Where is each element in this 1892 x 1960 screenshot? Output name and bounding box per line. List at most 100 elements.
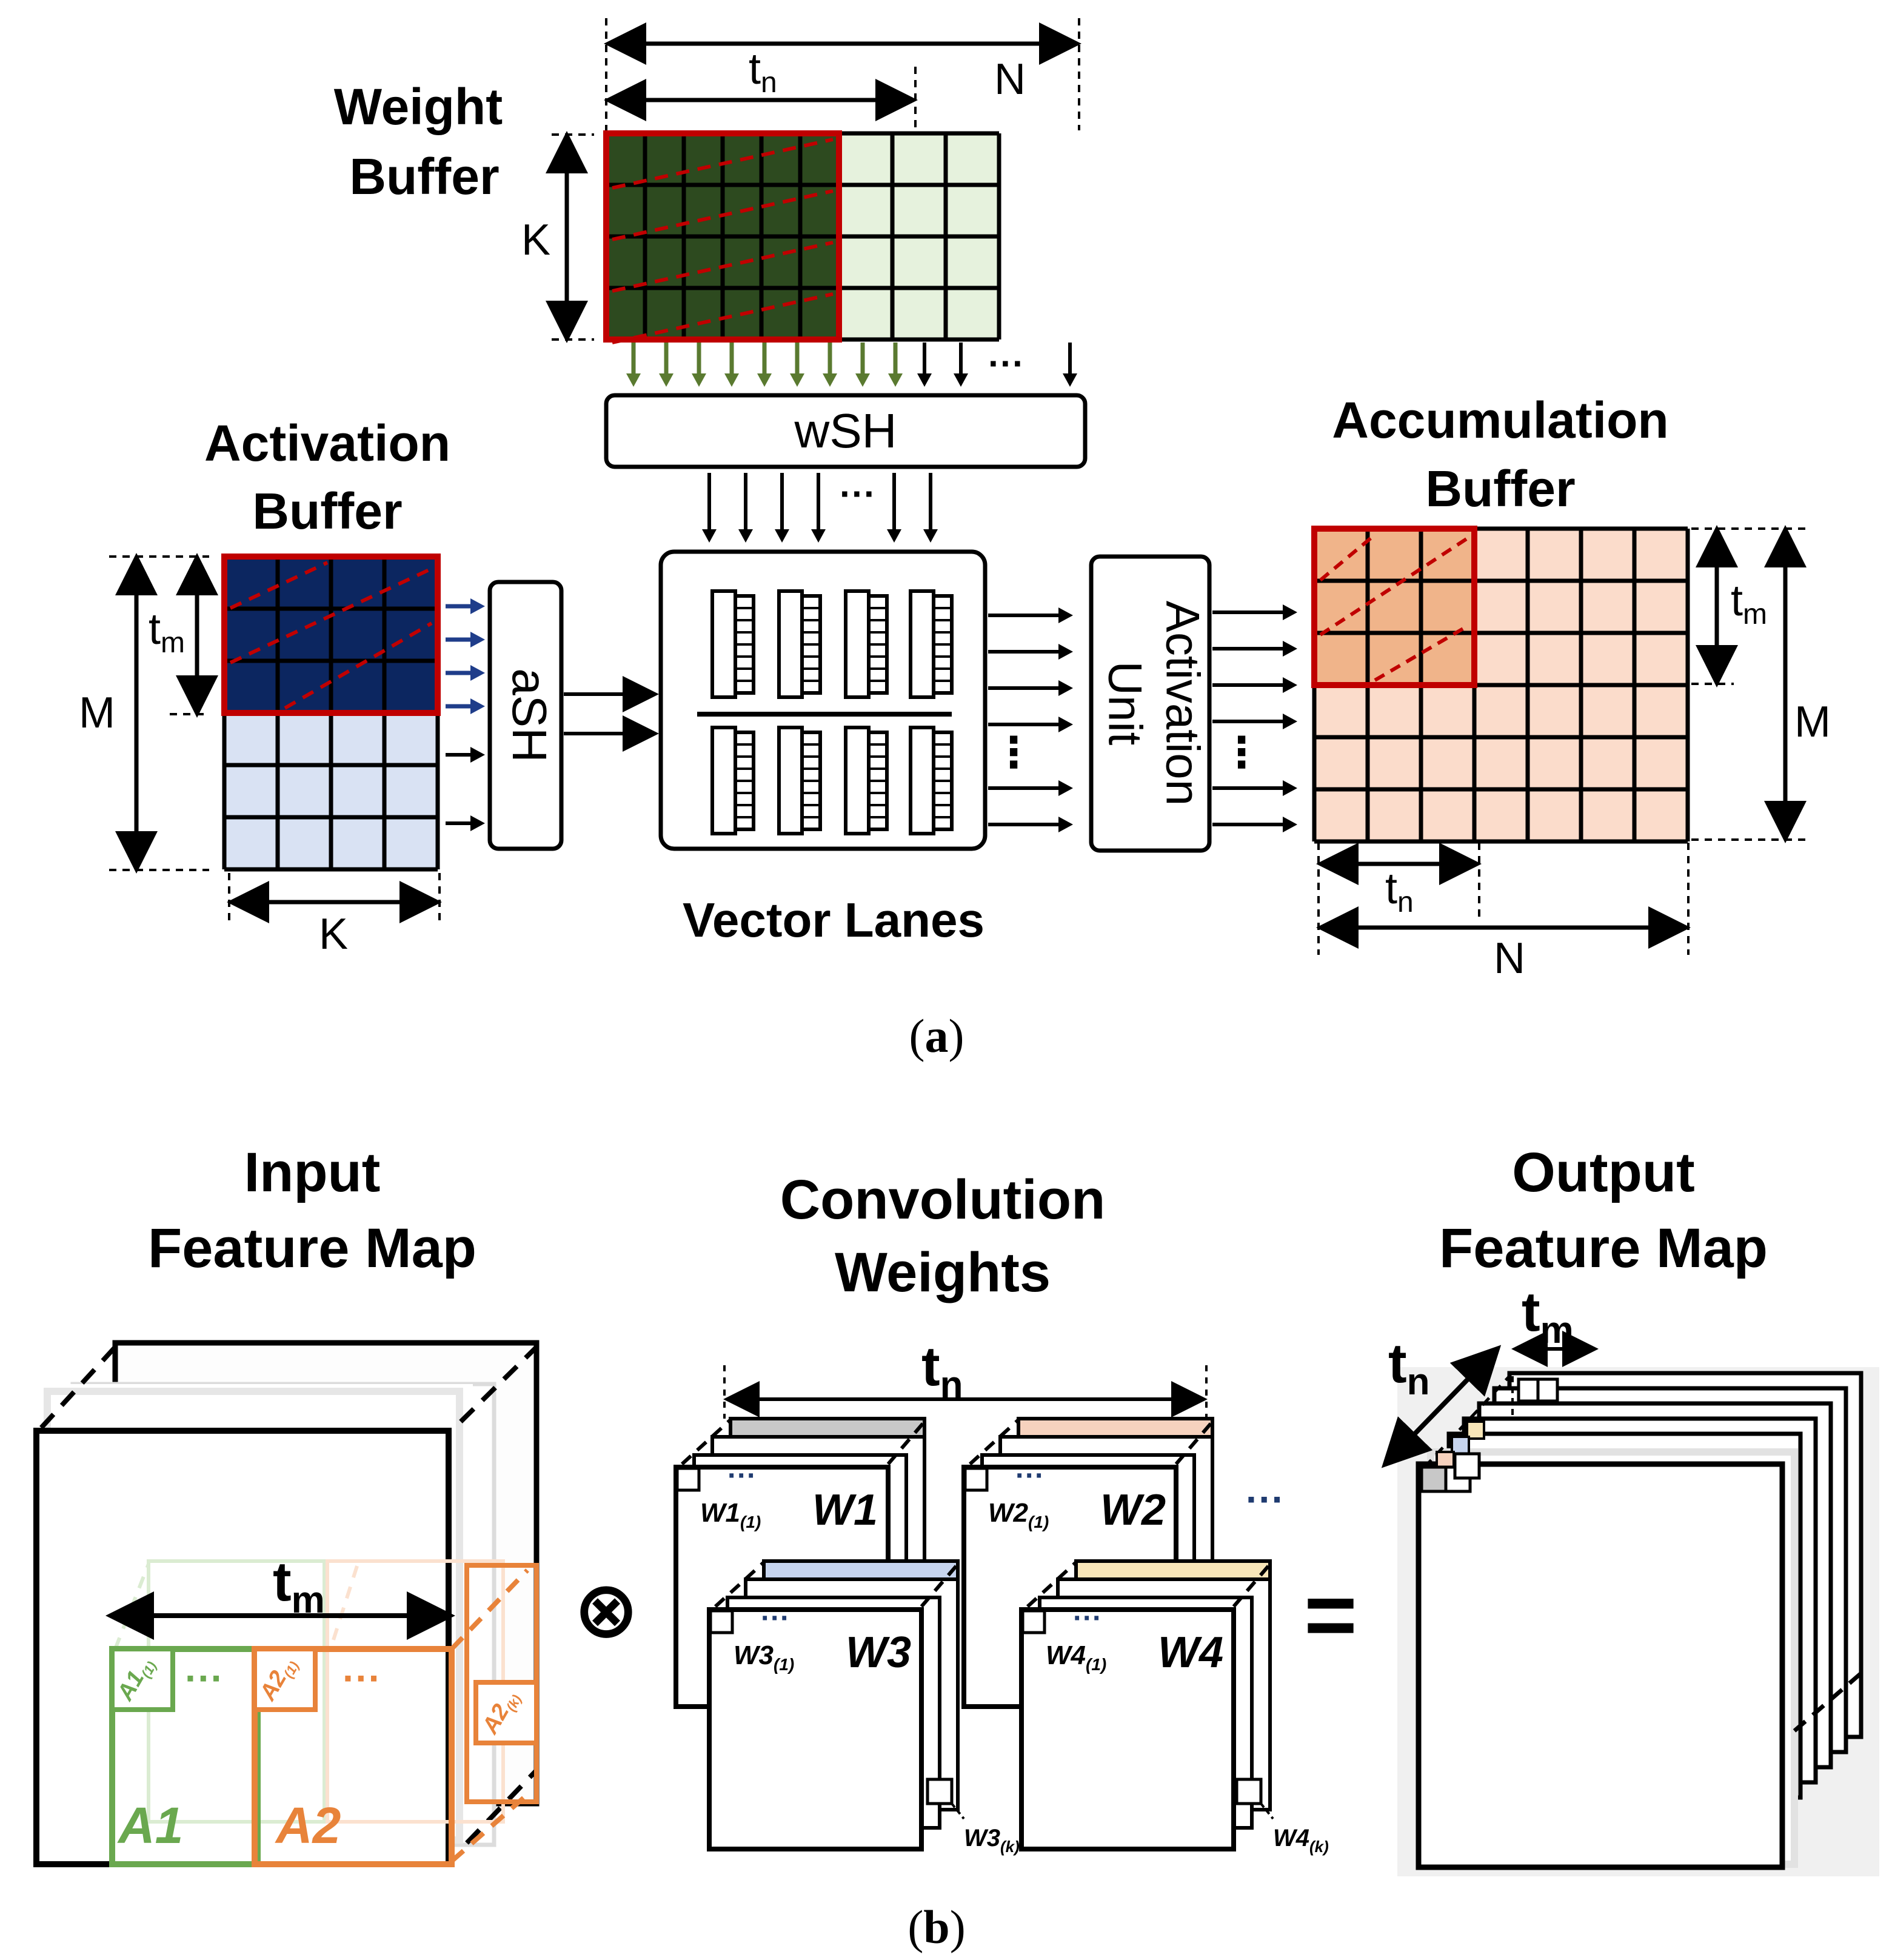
- weight-card-w3-sub-label-text: W3: [734, 1641, 774, 1670]
- panel-a: Weight Buffer tn N K ··· wSH ··· Activat…: [79, 18, 1831, 1062]
- weight-card-w4-label: W4: [1158, 1628, 1223, 1677]
- activation-unit-output-arrows: [1212, 604, 1297, 832]
- vector-lanes-output-dots: ⋮: [992, 729, 1035, 776]
- weight-card-w1-dots: ···: [727, 1460, 757, 1492]
- equals-operator: =: [1304, 1564, 1357, 1665]
- weight-card-w4-k-label-index: (k): [1309, 1838, 1329, 1856]
- weight-k-label: K: [521, 216, 550, 264]
- activation-arrow-black-head: [470, 815, 485, 831]
- weight-card-w3-k-cell: [926, 1778, 954, 1805]
- activation-buffer-title-line2: Buffer: [252, 483, 402, 540]
- accumulation-diagonal: [1319, 536, 1469, 637]
- weight-buffer-title-line1: Weight: [334, 78, 503, 135]
- convolution-weights: tn ···W1(1)W1···W2(1)W2···W3(1)W3W3(k)··…: [674, 1336, 1329, 1856]
- weight-arrow-green-head: [724, 373, 739, 387]
- activation-unit-label-line2: Unit: [1098, 661, 1152, 746]
- weight-card-w2-sub-label-index: (1): [1028, 1513, 1049, 1531]
- weight-card-w4-depth-line: [1232, 1563, 1272, 1608]
- vl-out-arrow-head: [1058, 680, 1073, 696]
- activation-arrow-blue-head: [470, 598, 485, 614]
- vector-lane-unit: [844, 589, 871, 699]
- weight-card-w3-depth-line: [714, 1560, 766, 1608]
- weight-card-w1-depth-line: [680, 1418, 732, 1466]
- output-tm-label: tm: [1522, 1281, 1574, 1351]
- activation-unit-label-line1: Activation: [1156, 601, 1209, 806]
- weight-card-w4-depth-line: [1026, 1560, 1078, 1608]
- tile-a1-dots: ···: [185, 1656, 224, 1700]
- weight-card-w3-k-label-index: (k): [1000, 1838, 1020, 1856]
- weight-card-w4-corner-cell: [1021, 1609, 1046, 1634]
- weight-arrow-black-head: [954, 373, 968, 387]
- convolution-weights-title-line1: Convolution: [780, 1169, 1106, 1231]
- vector-lane-unit: [777, 726, 804, 835]
- tile-a2-sub: [252, 1647, 318, 1712]
- accumulation-tile-highlight: [1311, 526, 1477, 688]
- accumulation-diagonal: [1319, 533, 1376, 582]
- output-tn-dimension: [1381, 1345, 1502, 1468]
- accumulation-m-label: M: [1794, 698, 1831, 746]
- weight-card-w3-corner-cell: [709, 1609, 734, 1634]
- output-feature-map-title-line2: Feature Map: [1439, 1217, 1768, 1279]
- activation-buffer-grid: [221, 554, 441, 872]
- weight-card-w1-label: W1: [812, 1486, 878, 1534]
- tile-a2-label: A2: [275, 1797, 341, 1854]
- ash-label: aSH: [503, 668, 557, 763]
- weights-tn-label: tn: [921, 1336, 963, 1406]
- weight-diagonal: [612, 189, 834, 241]
- convolution-weights-title-line2: Weights: [835, 1242, 1051, 1303]
- weight-card-w2-depth-line: [1174, 1420, 1214, 1465]
- activation-tm-label: tm: [149, 605, 185, 659]
- weight-card-w4-k-line: [1260, 1802, 1274, 1820]
- accumulation-buffer-title-line2: Buffer: [1425, 460, 1575, 517]
- weight-arrow-green-head: [823, 373, 837, 387]
- weight-arrow-green-head: [855, 373, 870, 387]
- weight-card-w3-k-label: W3(k): [964, 1825, 1020, 1856]
- weight-card-w2-sub-label-text: W2: [988, 1498, 1029, 1528]
- weight-card-w2-dots: ···: [1015, 1460, 1045, 1492]
- vector-lane-unit: [909, 726, 935, 835]
- weight-card-w3-label: W3: [846, 1628, 911, 1677]
- vector-lanes-label: Vector Lanes: [683, 893, 984, 947]
- weight-card-w1-sub-label-index: (1): [740, 1513, 761, 1531]
- activation-arrow-black-head: [470, 747, 485, 763]
- weight-diagonal: [612, 292, 834, 344]
- weight-buffer-grid: [603, 130, 1001, 344]
- weight-arrow-green-head: [790, 373, 804, 387]
- vector-lanes-output-arrows: [988, 607, 1073, 832]
- input-feature-map: A1(1) ··· A1 A2(1) ··· A2 A2(k) tm: [33, 1340, 540, 1867]
- weight-card-w1-depth-line: [886, 1420, 926, 1465]
- weight-card-w4-sub-label-index: (1): [1086, 1655, 1106, 1674]
- accumulation-tn-label: tn: [1385, 865, 1414, 918]
- weight-card-w4-k-cell: [1235, 1778, 1263, 1805]
- weight-card-w3-dots: ···: [761, 1602, 790, 1634]
- weight-card-w3-k-line: [951, 1802, 965, 1820]
- tile-a1-label: A1: [117, 1797, 183, 1854]
- input-tm-label: tm: [273, 1551, 325, 1621]
- weight-arrow-green-head: [659, 373, 674, 387]
- vl-in-arrow-head: [923, 529, 938, 543]
- activation-right-arrows: [446, 598, 485, 831]
- tile-a2-dots: ···: [343, 1656, 381, 1700]
- vector-lanes-units: [697, 589, 954, 835]
- weight-card-w2-corner-cell: [963, 1467, 989, 1492]
- weight-buffer-title-line2: Buffer: [349, 148, 499, 205]
- weight-arrow-green-head: [888, 373, 903, 387]
- activation-arrow-blue-head: [470, 665, 485, 681]
- panel-b-caption: (b): [908, 1901, 965, 1953]
- weight-diagonal: [612, 241, 834, 293]
- vl-in-arrow-head: [775, 529, 789, 543]
- wsh-label: wSH: [794, 404, 897, 458]
- au-out-arrow-head: [1283, 817, 1297, 832]
- weight-card-w3-depth-line: [920, 1563, 960, 1608]
- vl-out-arrow-head: [1058, 780, 1073, 796]
- output-feature-map: tm tn: [1381, 1281, 1879, 1876]
- output-tn-label: tn: [1388, 1333, 1430, 1403]
- weight-card-w2-sub-label: W2(1): [988, 1498, 1049, 1531]
- panel-b: Input Feature Map Convolution Weights Ou…: [33, 1142, 1879, 1953]
- activation-unit-output-dots: ⋮: [1220, 729, 1263, 776]
- weight-card-w2-depth-line: [968, 1418, 1020, 1466]
- vector-lane-unit: [777, 589, 804, 699]
- accumulation-buffer-grid: [1311, 526, 1690, 844]
- weight-card-w4-sub-label-text: W4: [1046, 1641, 1086, 1670]
